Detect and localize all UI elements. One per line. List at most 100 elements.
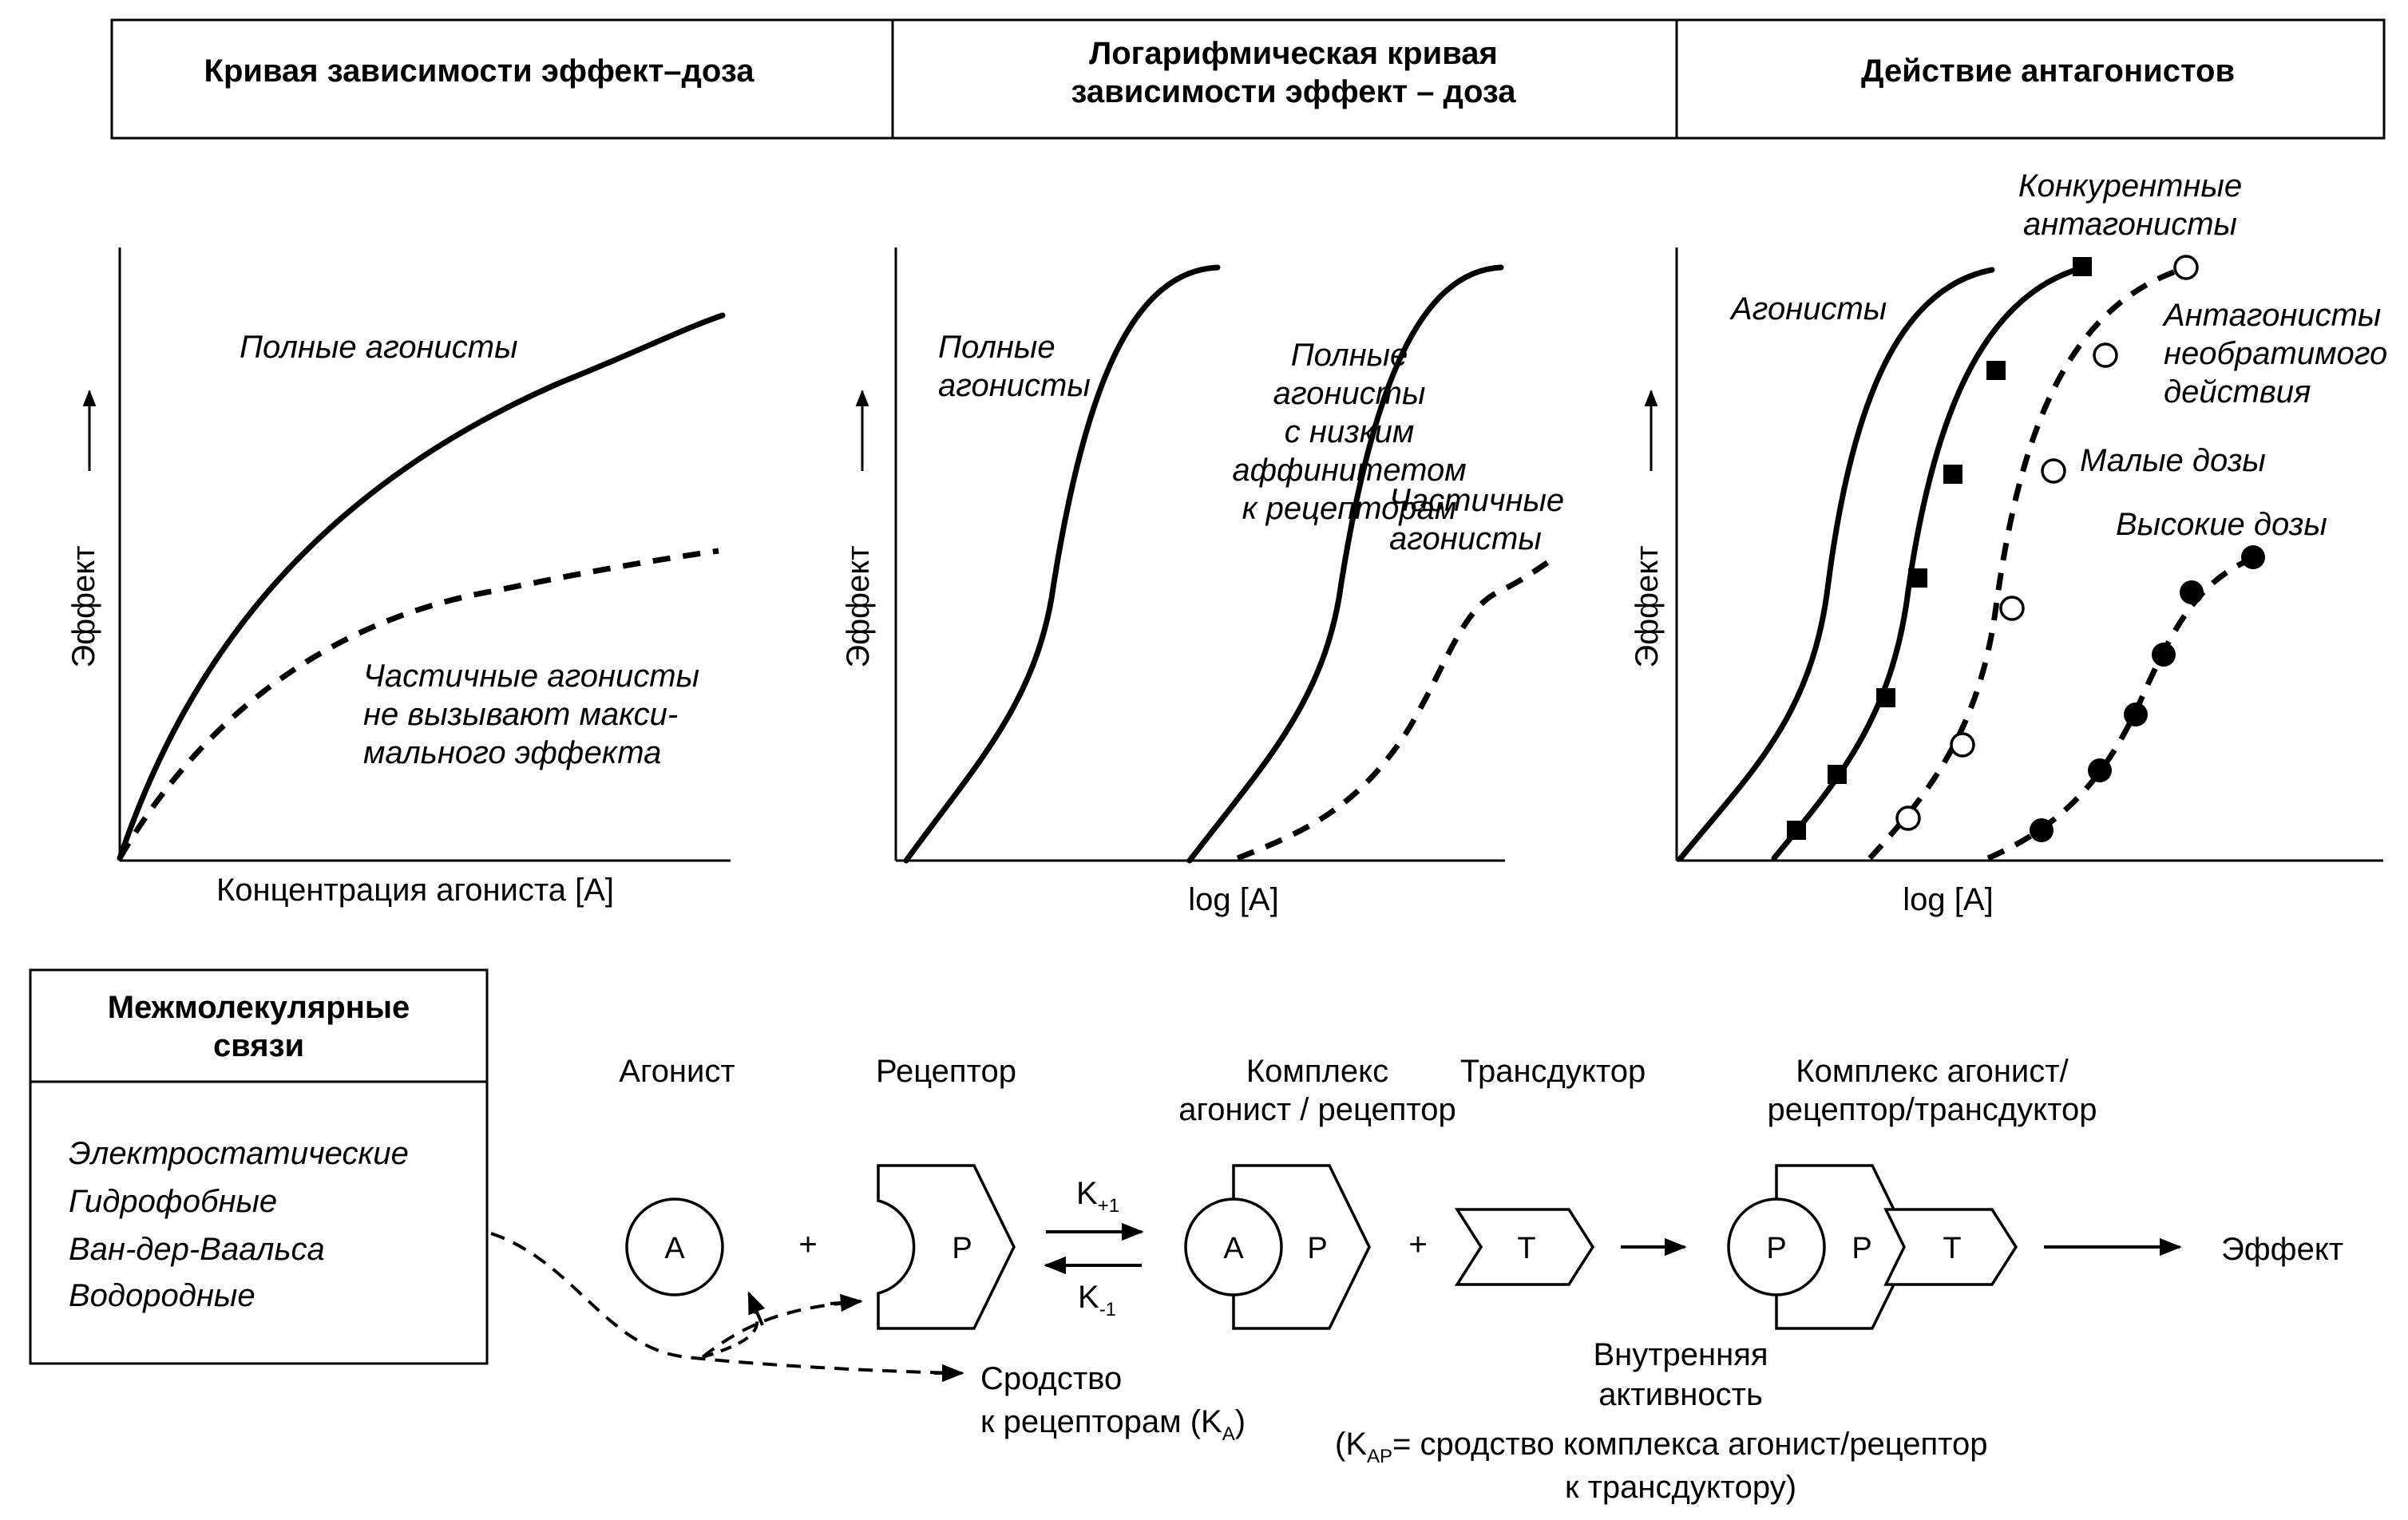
label-low-line3: с низким (1285, 414, 1415, 449)
triple-transducer (1883, 1208, 2018, 1286)
series-full-agonists (903, 264, 1221, 864)
marker-open-circle (1950, 732, 1975, 758)
triple-receptor-label: P (1852, 1232, 1871, 1265)
complex-receptor (1232, 1164, 1371, 1330)
kap-line2: к трансдуктору) (1565, 1470, 1796, 1505)
series-irreversible-low (1867, 264, 2189, 861)
label-partial-line1: Частичные агонисты (363, 659, 699, 694)
affinity-line1: Сродство (980, 1361, 1122, 1396)
label-full-agonists: Полные агонисты (240, 330, 518, 365)
label-partial-line3: мального эффекта (363, 735, 661, 770)
receptor-node (877, 1164, 1016, 1330)
header-row: Кривая зависимости эффект–доза Логарифми… (110, 18, 2386, 140)
marker-open-circle (1999, 596, 2025, 621)
header-frame (110, 18, 2386, 140)
panel-title-antagonists: Действие антагонистов (1861, 53, 2235, 89)
marker-filled-circle (2180, 580, 2204, 604)
dashed-path-affinity (490, 1232, 959, 1375)
marker-filled-circle (2124, 703, 2148, 726)
scheme-diagram: A + P K+1 K-1 A P + T P P T Эффект (490, 1164, 2343, 1505)
y-axis-label: Эффект (841, 545, 876, 667)
bonds-title-line1: Межмолекулярные (108, 990, 410, 1025)
complex-agonist-label: A (1223, 1232, 1244, 1265)
marker-square (2073, 257, 2092, 276)
x-axis-label: log [A] (1188, 882, 1278, 917)
marker-open-circle (2093, 342, 2118, 368)
dashed-path-receptor (701, 1301, 847, 1359)
label-high-doses: Высокие дозы (2116, 507, 2327, 542)
label-low-line5: к рецепторам (1242, 491, 1457, 526)
marker-open-circle (1895, 806, 1921, 831)
label-full-line1: Полные (938, 330, 1055, 365)
label-competitive-line2: антагонисты (2023, 207, 2237, 242)
label-triple-line2: рецептор/трансдуктор (1768, 1092, 2097, 1127)
plus-sign: + (798, 1227, 817, 1262)
transducer-node (1454, 1208, 1595, 1286)
marker-square (1908, 568, 1927, 588)
label-competitive-line1: Конкурентные (2018, 168, 2242, 204)
bond-hydrophobic: Гидрофобные (69, 1184, 277, 1219)
marker-filled-circle (2152, 643, 2176, 667)
y-axis-label: Эффект (66, 545, 101, 667)
bonds-frame (29, 968, 489, 1365)
affinity-line2: к рецепторам (KA) (980, 1404, 1246, 1445)
intrinsic-line2: активность (1598, 1377, 1763, 1412)
y-axis-label: Эффект (1630, 545, 1665, 667)
label-agonists: Агонисты (1729, 291, 1887, 327)
receptor-node-label: P (952, 1232, 972, 1265)
transducer-node-label: T (1517, 1232, 1535, 1265)
plus-sign-2: + (1408, 1227, 1427, 1262)
label-full-line2: агонисты (938, 368, 1091, 403)
complex-receptor-label: P (1307, 1232, 1327, 1265)
series-partial-agonists (117, 548, 719, 860)
bond-electrostatic: Электростатические (69, 1136, 409, 1171)
series-partial-agonists (1236, 556, 1555, 861)
markers-competitive (1787, 257, 2092, 840)
series-irreversible-high (1986, 556, 2253, 861)
panel-title-dose-effect: Кривая зависимости эффект–доза (204, 53, 755, 89)
x-axis-label: Концентрация агониста [A] (216, 873, 614, 908)
scheme-labels: Агонист Рецептор Комплекс агонист / реце… (619, 1054, 2097, 1127)
series-full-agonists (117, 312, 726, 861)
label-low-doses: Малые дозы (2080, 443, 2266, 478)
intrinsic-line1: Внутренняя (1593, 1337, 1768, 1372)
marker-square (1986, 361, 2006, 380)
bonds-title-line2: связи (213, 1028, 304, 1063)
label-irreversible-line3: действия (2164, 374, 2311, 410)
label-triple-line1: Комплекс агонист/ (1796, 1054, 2069, 1089)
bond-van-der-waals: Ван-дер-Ваальса (69, 1232, 325, 1267)
chart-antagonists: Эффект log [A] (1630, 168, 2387, 917)
panel-title-log-line1: Логарифмическая кривая (1089, 36, 1498, 71)
k-backward: K-1 (1078, 1280, 1116, 1320)
marker-open-circle (2041, 458, 2066, 484)
label-partial-line1: Частичные (1389, 483, 1564, 518)
label-irreversible-line2: необратимого (2164, 336, 2387, 371)
marker-square (1943, 465, 1962, 484)
label-irreversible-line1: Антагонисты (2162, 298, 2381, 333)
marker-square (1787, 821, 1806, 840)
chart-dose-effect: Эффект Концентрация агониста [A] Полные … (66, 247, 731, 908)
marker-filled-circle (2241, 545, 2265, 569)
arrow-receptor (830, 1293, 863, 1312)
chart-log-dose-effect: Эффект log [A] Полные агонисты Полные аг… (841, 247, 1564, 917)
arrow-agonist (747, 1291, 766, 1326)
kap-line1: (KAP= сродство комплекса агонист/рецепто… (1335, 1427, 1987, 1467)
bonds-box: Межмолекулярные связи Электростатические… (29, 968, 489, 1365)
marker-square (1876, 688, 1895, 707)
markers-irreversible-low (1895, 255, 2199, 831)
triple-agonist (1727, 1197, 1826, 1296)
label-transducer: Трансдуктор (1460, 1054, 1646, 1089)
marker-filled-circle (2088, 758, 2112, 782)
label-receptor: Рецептор (876, 1054, 1016, 1089)
label-partial-line2: агонисты (1389, 521, 1542, 556)
label-complex-line2: агонист / рецептор (1178, 1092, 1456, 1127)
panel-title-log-line2: зависимости эффект – доза (1071, 74, 1517, 109)
series-competitive (1771, 264, 2087, 861)
triple-transducer-label: T (1943, 1232, 1961, 1265)
series-low-affinity (1186, 264, 1504, 864)
marker-open-circle (2173, 255, 2199, 280)
label-effect: Эффект (2221, 1232, 2343, 1267)
agonist-node-label: A (664, 1232, 685, 1265)
marker-filled-circle (2030, 818, 2054, 842)
markers-irreversible-high (2030, 545, 2265, 842)
